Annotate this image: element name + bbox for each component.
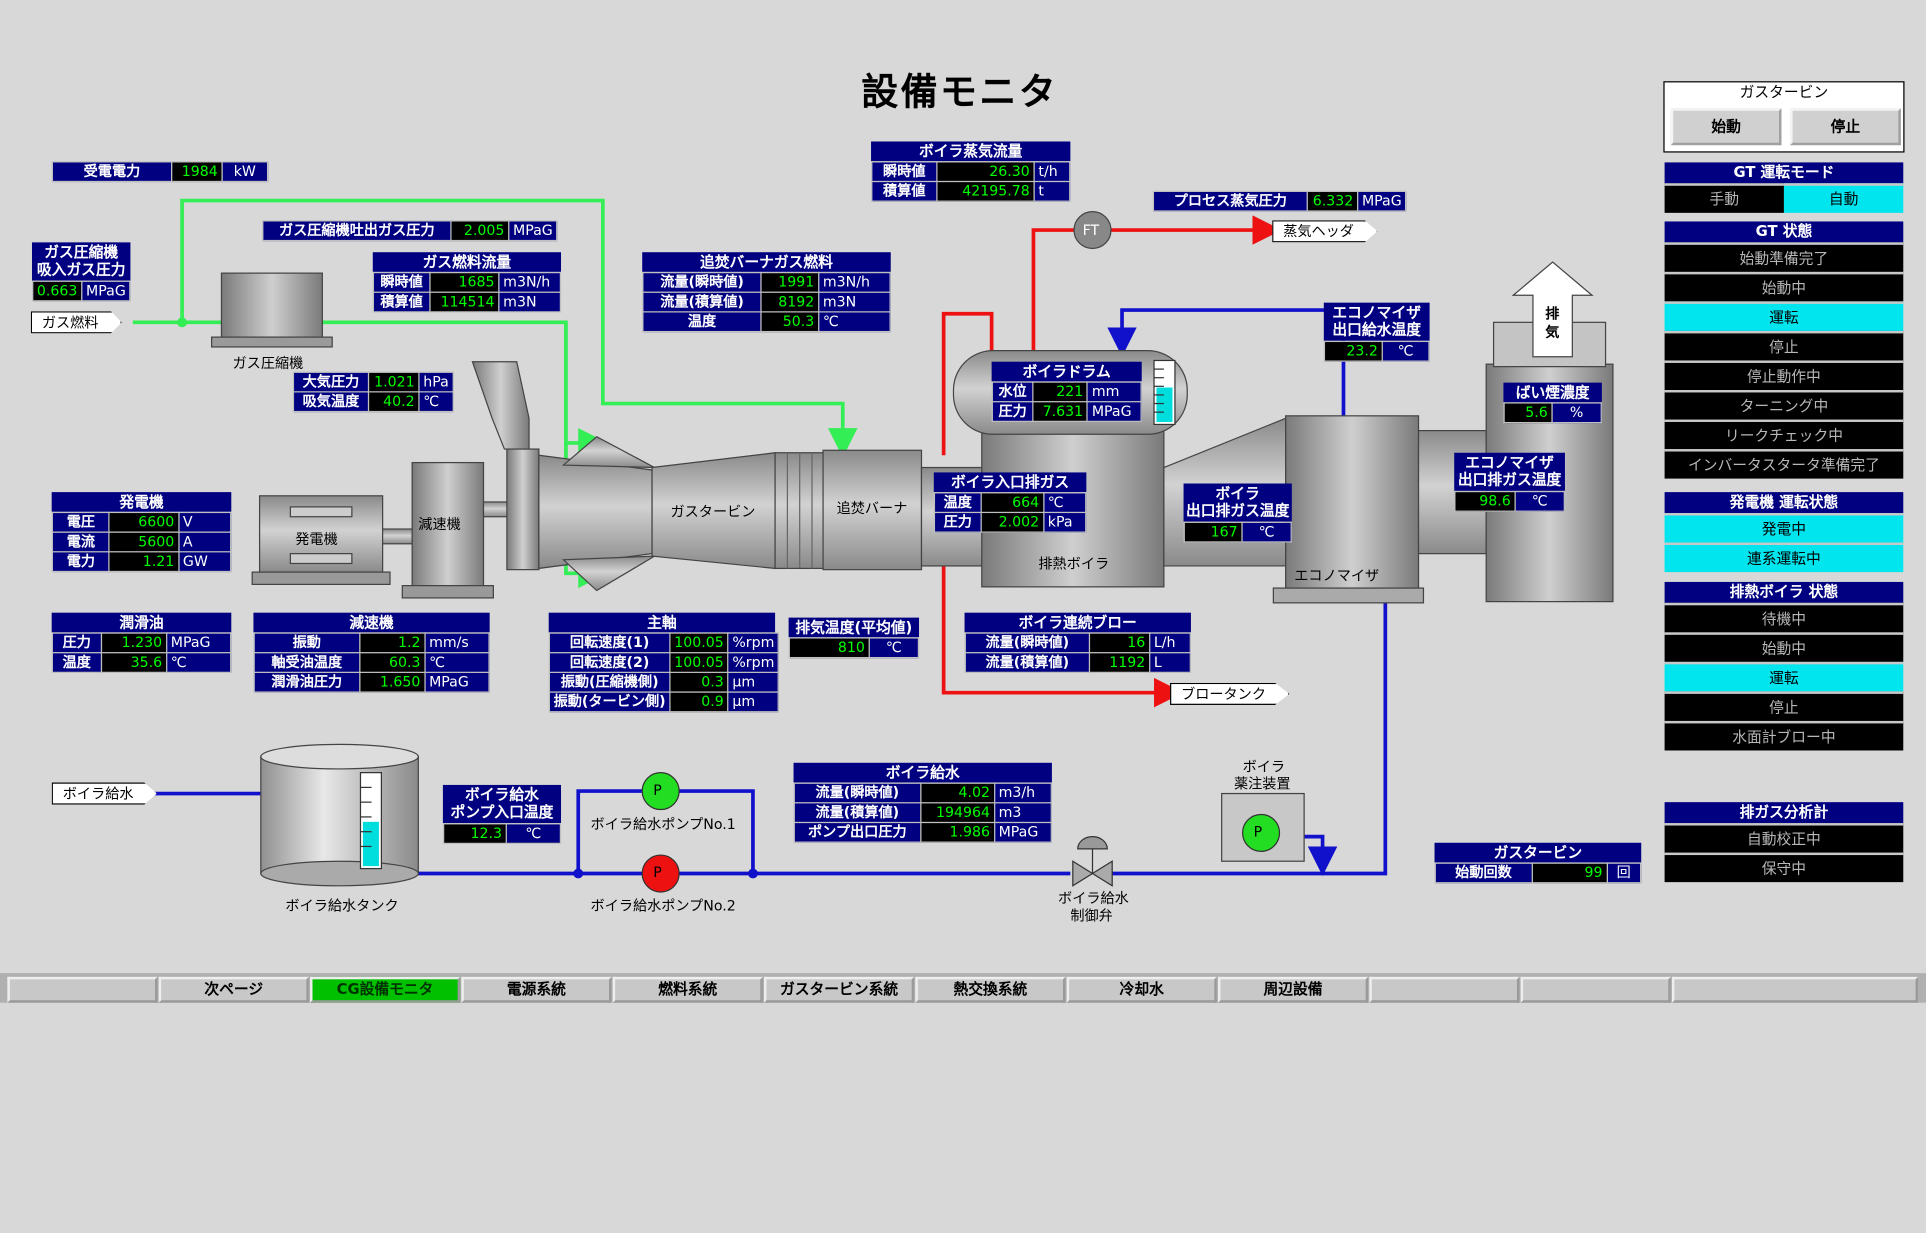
page-title: 設備モニタ bbox=[861, 71, 1059, 115]
gt-state-item: 運転 bbox=[1664, 301, 1904, 331]
generator-label: 発電機 bbox=[295, 530, 338, 548]
pump1-label: ボイラ給水ポンプNo.1 bbox=[590, 815, 736, 833]
nav-next-page[interactable]: 次ページ bbox=[158, 976, 309, 1003]
gas-fuel-inlet: ガス燃料 bbox=[30, 311, 122, 334]
feed-pump-inlet-panel: ボイラ給水ポンプ入口温度 12.3℃ bbox=[442, 784, 562, 844]
gt-state-panel: GT 状態 始動準備完了 始動中 運転 停止 停止動作中 ターニング中 リークチ… bbox=[1664, 221, 1904, 479]
feed-water-inlet: ボイラ給水 bbox=[51, 782, 157, 805]
reducer-label: 減速機 bbox=[418, 515, 461, 533]
bottom-nav: 次ページ CG設備モニタ 電源系統 燃料系統 ガスタービン系統 熱交換系統 冷却… bbox=[0, 973, 1926, 1003]
gas-compressor-label: ガス圧縮機 bbox=[232, 354, 304, 372]
gt-state-item: インバータスタータ準備完了 bbox=[1664, 449, 1904, 479]
gt-state-item: 停止 bbox=[1664, 330, 1904, 361]
blow-tank-outlet: ブロータンク bbox=[1170, 682, 1290, 705]
nav-button[interactable] bbox=[1671, 976, 1919, 1003]
gt-state-item: 停止動作中 bbox=[1664, 360, 1904, 391]
gt-start-button[interactable]: 始動 bbox=[1670, 108, 1782, 146]
gt-mode-panel: GT 運転モード 手動 自動 bbox=[1664, 162, 1904, 213]
pump2-label: ボイラ給水ポンプNo.2 bbox=[590, 896, 736, 915]
econ-out-water-panel: エコノマイザ出口給水温度 23.2℃ bbox=[1323, 302, 1430, 362]
hrsg-state-panel: 排熱ボイラ 状態 待機中 始動中 運転 停止 水面計ブロー中 bbox=[1664, 581, 1904, 751]
gt-mode-auto[interactable]: 自動 bbox=[1783, 183, 1904, 213]
nav-gas-turbine-system[interactable]: ガスタービン系統 bbox=[764, 976, 915, 1003]
chem-feed-label-2: 薬注装置 bbox=[1233, 775, 1291, 793]
gt-mode-manual[interactable]: 手動 bbox=[1664, 183, 1784, 213]
nav-heat-exchange-system[interactable]: 熱交換系統 bbox=[915, 976, 1066, 1003]
smoke-panel: ばい煙濃度 5.6% bbox=[1503, 382, 1602, 424]
hrsg-state-item: 運転 bbox=[1664, 661, 1904, 692]
steam-line bbox=[941, 215, 1282, 708]
econ-out-gas-panel: エコノマイザ出口排ガス温度 98.6℃ bbox=[1454, 452, 1565, 512]
pump2-icon[interactable]: P bbox=[653, 863, 662, 881]
hrsg-label: 排熱ボイラ bbox=[1038, 554, 1110, 573]
exhaust-label-2: 気 bbox=[1545, 323, 1560, 341]
chem-pump-icon[interactable]: P bbox=[1253, 823, 1263, 841]
flow-transmitter-icon: FT bbox=[1082, 221, 1100, 239]
plant-canvas: ガス圧縮機 発電機 減速機 ガスタービン 追焚バーナ 排熱ボイラ エコノマイザ … bbox=[0, 71, 1926, 1003]
analyzer-state-item: 保守中 bbox=[1664, 852, 1904, 883]
chem-feed-label-1: ボイラ bbox=[1242, 757, 1286, 776]
gt-state-item: リークチェック中 bbox=[1664, 419, 1904, 450]
economizer-label: エコノマイザ bbox=[1294, 567, 1380, 585]
exhaust-label-1: 排 bbox=[1545, 305, 1560, 323]
hrsg-state-item: 停止 bbox=[1664, 691, 1904, 721]
hrsg-state-item: 水面計ブロー中 bbox=[1664, 720, 1904, 751]
exhaust-temp-panel: 排気温度(平均値) 810℃ bbox=[788, 617, 920, 659]
generator-state-panel: 発電機 運転状態 発電中 連系運転中 bbox=[1664, 492, 1904, 573]
valve-label-1: ボイラ給水 bbox=[1058, 889, 1129, 907]
feed-tank-label: ボイラ給水タンク bbox=[285, 896, 399, 915]
main-shaft-panel: 主軸 回転速度(1)100.05%rpm 回転速度(2)100.05%rpm 振… bbox=[548, 612, 780, 713]
gen-state-item: 連系運転中 bbox=[1664, 542, 1904, 573]
nav-power-system[interactable]: 電源系統 bbox=[461, 976, 612, 1003]
burner-label: 追焚バーナ bbox=[836, 499, 908, 517]
nav-button[interactable] bbox=[1369, 976, 1520, 1003]
boiler-outlet-gas-panel: ボイラ出口排ガス温度 167℃ bbox=[1183, 483, 1292, 543]
gt-state-item: 始動準備完了 bbox=[1664, 242, 1904, 272]
nav-button[interactable] bbox=[7, 976, 158, 1003]
nav-cooling-water[interactable]: 冷却水 bbox=[1066, 976, 1217, 1003]
gt-state-item: ターニング中 bbox=[1664, 390, 1904, 420]
nav-button[interactable] bbox=[1520, 976, 1671, 1003]
nav-fuel-system[interactable]: 燃料系統 bbox=[612, 976, 763, 1003]
gt-control-box: ガスタービン 始動 停止 bbox=[1663, 81, 1905, 153]
hrsg-state-item: 待機中 bbox=[1664, 602, 1904, 633]
valve-label-2: 制御弁 bbox=[1070, 906, 1113, 924]
analyzer-state-item: 自動校正中 bbox=[1664, 823, 1904, 853]
gas-turbine-label: ガスタービン bbox=[670, 503, 756, 521]
nav-cg-monitor[interactable]: CG設備モニタ bbox=[310, 976, 461, 1003]
gen-state-item: 発電中 bbox=[1664, 513, 1904, 543]
hrsg-state-item: 始動中 bbox=[1664, 632, 1904, 662]
pump1-icon[interactable]: P bbox=[653, 781, 662, 799]
gt-state-item: 始動中 bbox=[1664, 271, 1904, 302]
gt-control-title: ガスタービン bbox=[1739, 83, 1829, 101]
nav-peripheral[interactable]: 周辺設備 bbox=[1217, 976, 1369, 1003]
gas-analyzer-panel: 排ガス分析計 自動校正中 保守中 bbox=[1664, 802, 1904, 883]
steam-header-outlet: 蒸気ヘッダ bbox=[1272, 220, 1378, 243]
gt-stop-button[interactable]: 停止 bbox=[1790, 108, 1901, 146]
